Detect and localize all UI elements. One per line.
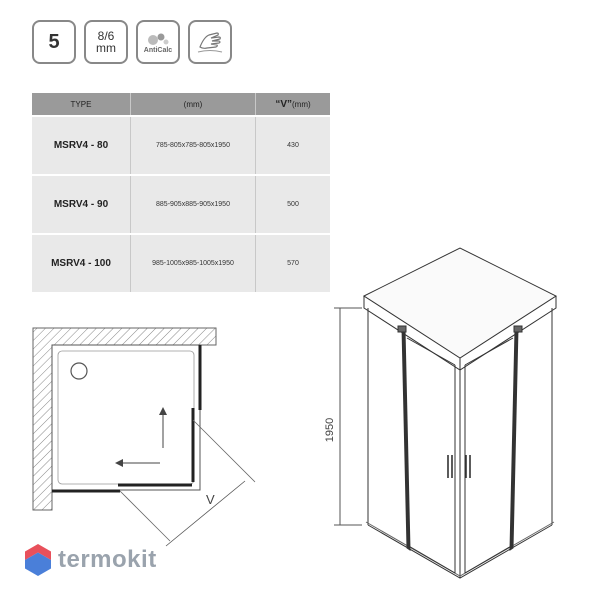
row-v: 570 [255,233,330,292]
row-dims: 985-1005x985-1005x1950 [130,233,256,292]
row-dims: 885-905x885-905x1950 [130,174,256,234]
plan-view: V [32,327,256,547]
feature-badges: 5 8/6 mm AntiCalc [32,20,232,64]
brand-logo: termokit [24,543,157,577]
hexagon-logo-icon [25,544,51,576]
row-v: 430 [255,115,330,175]
col-type-header: TYPE [32,93,131,116]
door-handle-left [447,455,453,478]
v-dimension-line [165,480,246,547]
glass-thickness-top: 8/6 [97,29,115,43]
glass-thickness-unit: mm [96,41,116,55]
hand-wipe-icon [197,32,223,53]
table-row: MSRV4 - 90 885-905x885-905x1950 500 [32,174,330,234]
row-type: MSRV4 - 100 [32,233,131,292]
glass-thickness-badge: 8/6 mm [84,20,128,64]
enclosure-3d-view [334,247,558,579]
row-type: MSRV4 - 80 [32,115,131,175]
col-dims-header: (mm) [130,93,256,116]
table-row: MSRV4 - 100 985-1005x985-1005x1950 570 [32,233,330,292]
height-label: 1950 [324,418,336,442]
col-v-header: “V”(mm) [255,93,330,116]
plan-v-label: V [206,492,215,507]
droplets-icon [148,33,169,45]
table-row: MSRV4 - 80 785-805x785-805x1950 430 [32,115,330,175]
row-v: 500 [255,174,330,234]
door-handle-right [465,455,471,478]
wall-hatching [32,327,217,511]
row-type: MSRV4 - 90 [32,174,131,234]
dimensions-table: TYPE (mm) “V”(mm) MSRV4 - 80 785-805x785… [32,93,330,292]
anticalc-label: AntiCalc [143,46,173,54]
glass-class-badge: 5 [32,20,76,64]
anticalc-badge: AntiCalc [136,20,180,64]
brand-name: termokit [58,546,157,573]
shower-tray [51,344,201,491]
row-dims: 785-805x785-805x1950 [130,115,256,175]
drain-icon [70,362,88,380]
glass-class-value: 5 [48,30,60,53]
easy-clean-badge [188,20,232,64]
